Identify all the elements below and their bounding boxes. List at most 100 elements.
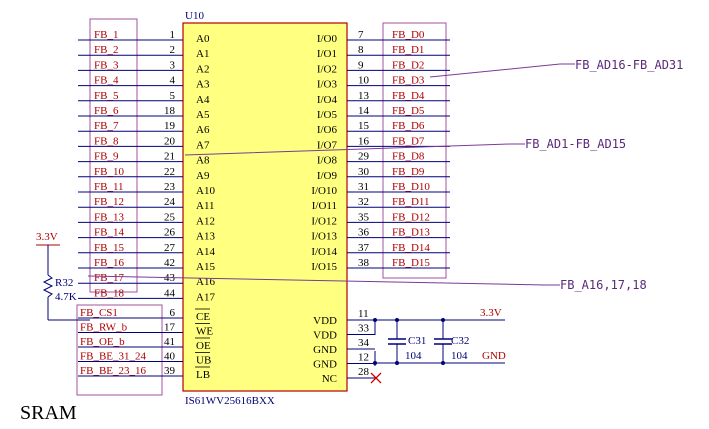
no-connect-marker: [370, 372, 382, 384]
address-net-box: [89, 18, 138, 293]
control-net-label: FB_CS1: [80, 307, 118, 319]
pin-signal: A10: [196, 185, 215, 197]
pin-number: 14: [358, 105, 370, 117]
pin-number: 17: [164, 322, 176, 334]
resistor-r32: [42, 274, 54, 298]
cap-c31-value: 104: [405, 350, 422, 362]
address-net-label: FB_6: [94, 105, 119, 117]
resistor-ref: R32: [55, 277, 73, 289]
data-low-pointer: [184, 143, 525, 156]
data-net-label: FB_D9: [392, 166, 425, 178]
pin-number: 11: [358, 308, 369, 320]
pin-number: 44: [164, 287, 176, 299]
pin-signal: CE: [196, 311, 210, 323]
address-net-label: FB_12: [94, 196, 124, 208]
vdd-rail-label: 3.3V: [480, 307, 502, 319]
pin-number: 21: [164, 151, 175, 163]
pin-number: 42: [164, 257, 175, 269]
pin-number: 41: [164, 336, 175, 348]
pin-signal: A5: [196, 109, 210, 121]
control-net-label: FB_BE_23_16: [80, 365, 147, 377]
data-net-box: [382, 22, 447, 279]
pin-signal: A12: [196, 215, 215, 227]
pin-number: 7: [358, 29, 364, 41]
pin-signal: I/O3: [317, 79, 338, 91]
address-net-label: FB_16: [94, 257, 124, 269]
chip-ref: U10: [185, 10, 204, 22]
address-net-label: FB_1: [94, 29, 118, 41]
pin-number: 37: [358, 242, 370, 254]
cap-c31-ref: C31: [408, 335, 426, 347]
data-net-label: FB_D10: [392, 181, 430, 193]
pin-signal: I/O6: [317, 124, 338, 136]
data-net-label: FB_D3: [392, 75, 425, 87]
pin-signal: A17: [196, 291, 215, 303]
control-net-box: [76, 304, 163, 396]
pin-number: 29: [358, 151, 370, 163]
pin-signal: I/O15: [311, 261, 337, 273]
data-net-label: FB_D7: [392, 135, 425, 147]
control-net-label: FB_OE_b: [80, 336, 125, 348]
pin-number: 13: [358, 90, 370, 102]
pin-number: 30: [358, 166, 370, 178]
pin-number: 20: [164, 135, 176, 147]
pin-signal: A15: [196, 261, 215, 273]
pin-number: 23: [164, 181, 176, 193]
pin-signal: I/O8: [317, 155, 338, 167]
pin-number: 5: [170, 90, 176, 102]
pin-number: 9: [358, 59, 364, 71]
gnd-rail-label: GND: [482, 350, 506, 362]
pin-signal: A4: [196, 94, 210, 106]
pin-signal: I/O12: [311, 215, 337, 227]
addr-high-label: FB_A16,17,18: [560, 278, 647, 292]
pin-signal: A3: [196, 79, 210, 91]
pin-signal: GND: [313, 359, 337, 371]
pin-signal: I/O14: [311, 246, 337, 258]
address-net-label: FB_10: [94, 166, 124, 178]
pin-number: 12: [358, 352, 369, 364]
pin-signal: I/O5: [317, 109, 338, 121]
address-net-label: FB_13: [94, 211, 124, 223]
pin-signal: I/O13: [311, 231, 337, 243]
pin-signal: I/O11: [312, 200, 337, 212]
data-net-label: FB_D1: [392, 44, 424, 56]
pin-signal: A16: [196, 276, 215, 288]
pin-number: 18: [164, 105, 176, 117]
junction-dot: [373, 318, 377, 322]
pin-number: 3: [170, 59, 176, 71]
pin-number: 33: [358, 323, 370, 335]
pin-number: 19: [164, 120, 176, 132]
pin-number: 27: [164, 242, 176, 254]
address-net-label: FB_18: [94, 287, 124, 299]
pin-number: 4: [170, 75, 176, 87]
pin-signal: VDD: [313, 330, 337, 342]
pin-signal: I/O2: [317, 63, 337, 75]
address-net-label: FB_11: [94, 181, 124, 193]
data-high-label: FB_AD16-FB_AD31: [575, 58, 683, 72]
data-net-label: FB_D11: [392, 196, 430, 208]
data-net-label: FB_D13: [392, 227, 430, 239]
cap-c32-value: 104: [451, 350, 468, 362]
control-net-label: FB_BE_31_24: [80, 351, 147, 363]
pin-number: 35: [358, 211, 370, 223]
address-net-label: FB_7: [94, 120, 119, 132]
pin-signal: A7: [196, 139, 210, 151]
pin-signal: A6: [196, 124, 210, 136]
pin-number: 25: [164, 211, 176, 223]
address-net-label: FB_2: [94, 44, 118, 56]
pin-signal: A9: [196, 170, 210, 182]
address-net-label: FB_5: [94, 90, 119, 102]
data-net-label: FB_D12: [392, 211, 430, 223]
control-net-label: FB_RW_b: [80, 322, 128, 334]
pin-signal: A13: [196, 231, 215, 243]
data-net-label: FB_D6: [392, 120, 425, 132]
pin-number: 2: [170, 44, 176, 56]
pin-signal: I/O7: [317, 139, 338, 151]
pin-signal: GND: [313, 344, 337, 356]
pin-number: 8: [358, 44, 364, 56]
pin-number: 32: [358, 196, 369, 208]
address-net-label: FB_14: [94, 227, 124, 239]
pin-signal: A0: [196, 33, 210, 45]
junction-dot: [373, 361, 377, 365]
